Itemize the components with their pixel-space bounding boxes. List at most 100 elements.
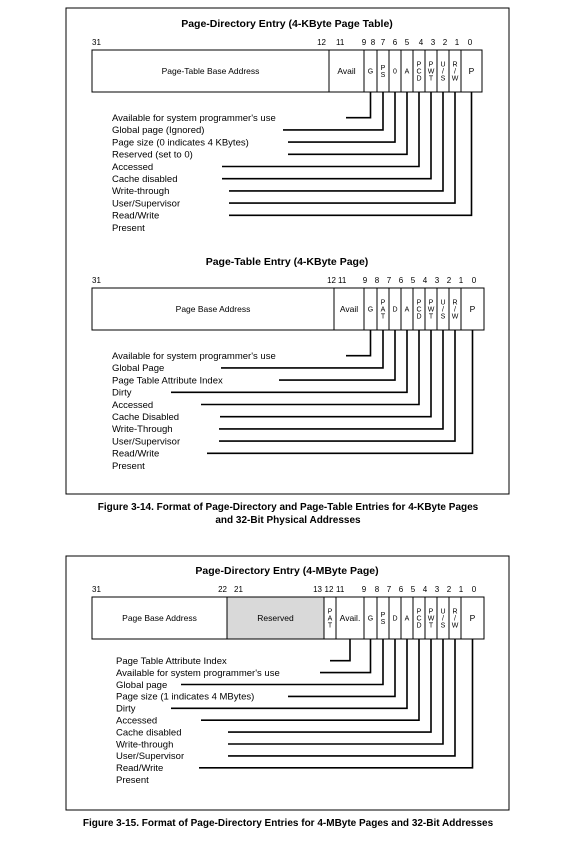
register-field-label: A: [405, 307, 410, 314]
register-field: D: [388, 596, 402, 640]
bit-number: 9: [363, 276, 368, 285]
register-field-label: P: [429, 61, 434, 68]
legend-label: User/Supervisor: [112, 198, 180, 209]
bit-number: 6: [399, 276, 404, 285]
register-field-box: [91, 49, 330, 93]
legend-label: Available for system programmer's use: [112, 351, 276, 362]
leader-line: [330, 639, 351, 662]
register-field: 0: [388, 49, 402, 93]
bit-number: 22: [218, 585, 227, 594]
leader-line: [279, 330, 396, 381]
leader-line: [219, 330, 456, 442]
register-field-label: G: [368, 616, 373, 623]
register-field: Reserved: [226, 596, 325, 640]
legend-label: Available for system programmer's use: [116, 668, 280, 679]
bit-number: 0: [468, 38, 473, 47]
register-field-label: S: [441, 623, 446, 630]
register-field: PCD: [412, 596, 426, 640]
register-field-label: T: [429, 314, 434, 321]
leader-line: [201, 330, 420, 406]
bit-number: 11: [336, 585, 345, 594]
bit-number: 7: [387, 276, 392, 285]
leader-line: [229, 92, 444, 192]
leader-line: [222, 92, 420, 168]
bit-number: 12: [327, 276, 336, 285]
leader-line: [220, 330, 432, 418]
legend-label: Dirty: [112, 388, 132, 399]
register-field-label: P: [417, 61, 422, 68]
figure-3-14-frame: [65, 7, 510, 495]
figure-3-14-caption-line1: Figure 3-14. Format of Page-Directory an…: [98, 502, 479, 513]
legend-label: Page size (1 indicates 4 MBytes): [116, 692, 254, 703]
bit-number: 21: [234, 585, 243, 594]
pde-4kb-bit-numbers: 31 12 11 9 8 7 6 5 4 3 2 1 0: [92, 38, 473, 47]
register-field: R/W: [448, 596, 462, 640]
register-field: P: [460, 49, 483, 93]
leader-line: [283, 92, 384, 131]
register-field-label: W: [428, 307, 435, 314]
bit-number: 4: [423, 276, 428, 285]
register-field-label: P: [417, 299, 422, 306]
bit-number: 0: [472, 276, 477, 285]
figure-3-15-frame: [65, 555, 510, 811]
register-field: PS: [376, 596, 390, 640]
register-field-box: [91, 596, 228, 640]
bit-number: 1: [459, 276, 464, 285]
leader-line: [228, 639, 432, 733]
leader-line: [288, 639, 396, 698]
register-field-label: W: [428, 616, 435, 623]
bit-number: 31: [92, 38, 101, 47]
bit-number: 8: [371, 38, 376, 47]
register-field-label: /: [454, 69, 456, 76]
bit-number: 11: [336, 38, 345, 47]
legend-label: Cache Disabled: [112, 412, 179, 423]
bit-number: 2: [443, 38, 448, 47]
register-field: Avail: [328, 49, 365, 93]
register-field-label: P: [429, 299, 434, 306]
legend-label: Accessed: [112, 162, 153, 173]
leader-line: [228, 639, 456, 757]
register-field: PAT: [323, 596, 337, 640]
leader-line: [219, 330, 444, 430]
bit-number: 9: [362, 38, 367, 47]
register-field-label: P: [470, 304, 476, 314]
register-field-label: G: [368, 307, 373, 314]
register-field-box: [328, 49, 365, 93]
register-field: D: [388, 287, 402, 331]
register-field-label: /: [454, 307, 456, 314]
leader-line: [228, 639, 444, 745]
leader-line: [171, 639, 408, 710]
bit-number: 2: [447, 585, 452, 594]
legend-label: Global page (Ignored): [112, 125, 204, 136]
legend-label: User/Supervisor: [116, 751, 184, 762]
register-field-label: P: [328, 608, 333, 615]
leader-line: [346, 330, 372, 357]
bit-number: 5: [405, 38, 410, 47]
legend-label: Accessed: [112, 400, 153, 411]
register-field-label: P: [381, 612, 386, 619]
register-field-label: T: [328, 623, 333, 630]
leader-line: [199, 639, 474, 769]
register-field-label: P: [469, 66, 475, 76]
pte-4kb-title: Page-Table Entry (4-KByte Page): [206, 256, 369, 268]
bit-number: 3: [435, 585, 440, 594]
register-field-label: S: [381, 72, 386, 79]
register-field: P: [460, 287, 485, 331]
leader-line: [320, 639, 372, 674]
register-field-label: W: [452, 314, 459, 321]
register-field: A: [400, 49, 414, 93]
bit-number: 4: [423, 585, 428, 594]
bit-number: 6: [393, 38, 398, 47]
register-field-label: P: [381, 65, 386, 72]
legend-label: Page Table Attribute Index: [112, 375, 223, 386]
leader-line: [221, 330, 384, 369]
register-field-label: P: [470, 613, 476, 623]
register-field: PCD: [412, 287, 426, 331]
legend-label: Present: [112, 223, 145, 234]
legend-label: Present: [112, 461, 145, 472]
figure-3-15-caption: Figure 3-15. Format of Page-Directory En…: [83, 818, 494, 829]
bit-number: 5: [411, 276, 416, 285]
register-field-label: P: [417, 608, 422, 615]
